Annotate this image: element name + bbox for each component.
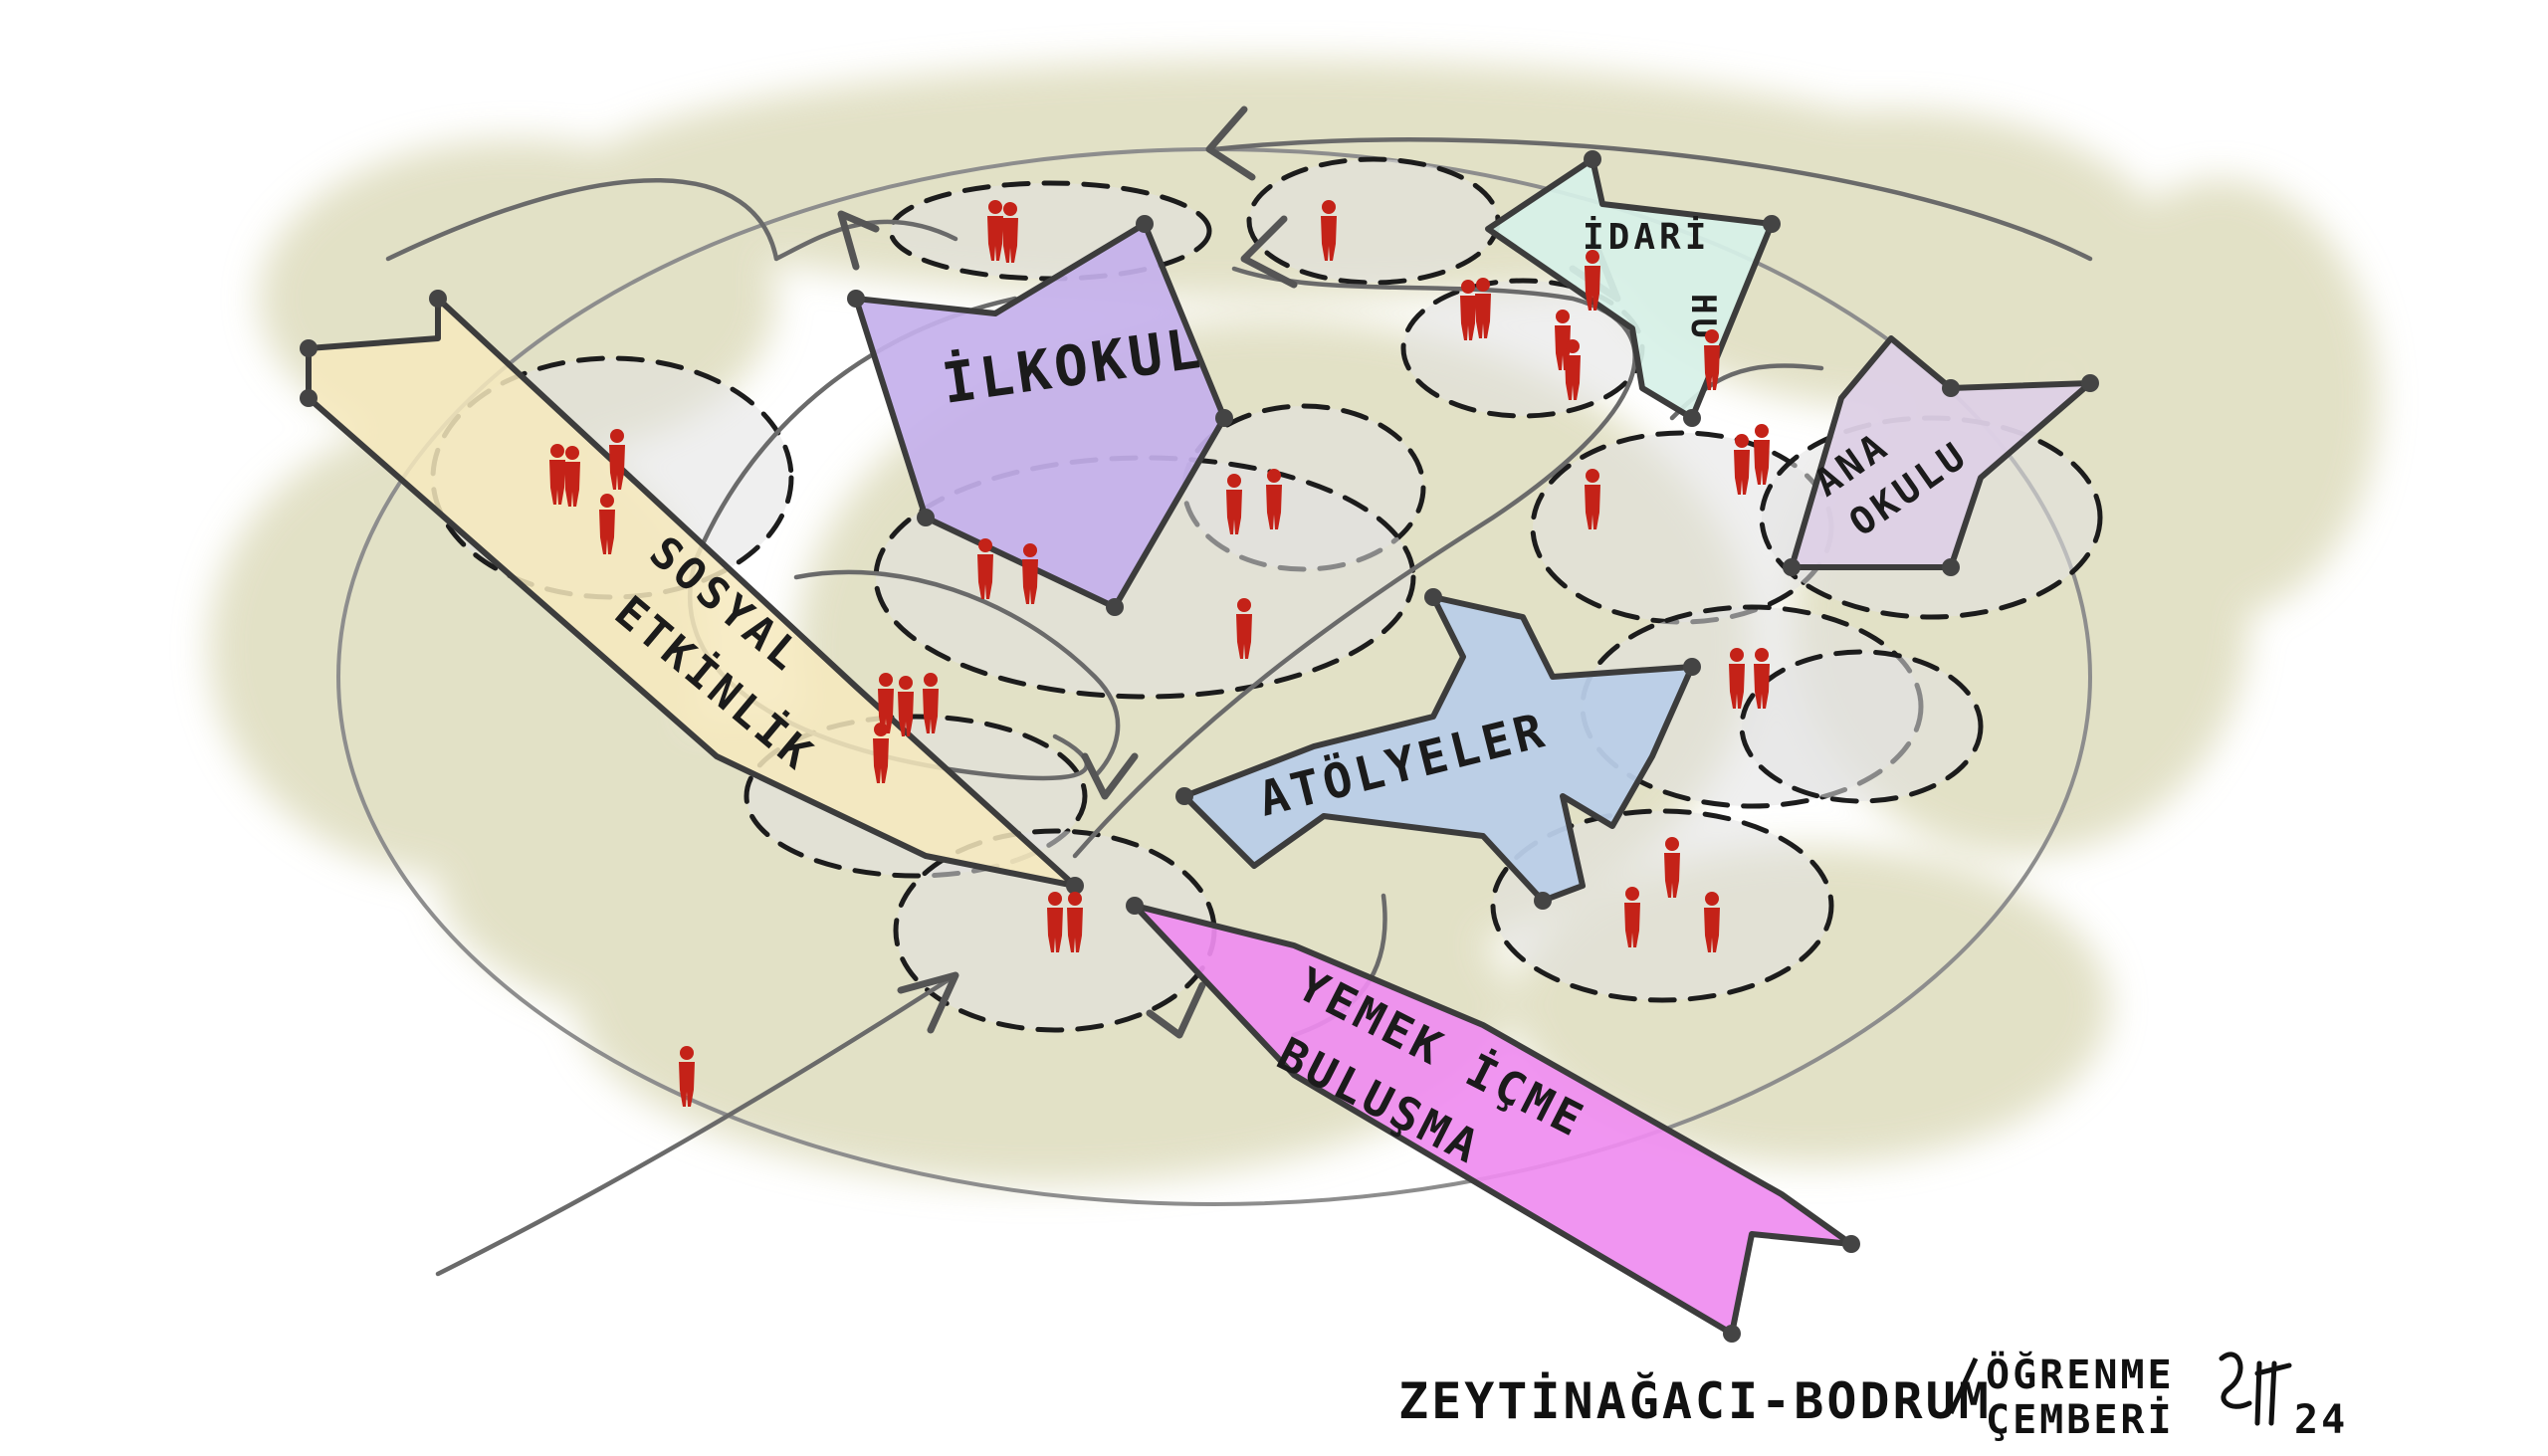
signature-mark bbox=[2222, 1354, 2289, 1423]
signature-year: 24 bbox=[2294, 1397, 2348, 1443]
caption-line-2: ÇEMBERİ bbox=[1986, 1395, 2175, 1443]
caption-place: ZEYTİNAĞACI-BODRUM bbox=[1398, 1371, 1992, 1430]
caption-block: ZEYTİNAĞACI-BODRUM ÖĞRENME ÇEMBERİ 24 bbox=[1398, 1351, 2348, 1443]
zone-far-right-mid bbox=[1742, 652, 1981, 801]
caption-line-1: ÖĞRENME bbox=[1986, 1351, 2175, 1398]
idari-label-1: İDARİ bbox=[1583, 216, 1710, 258]
person-figure bbox=[1704, 329, 1720, 390]
